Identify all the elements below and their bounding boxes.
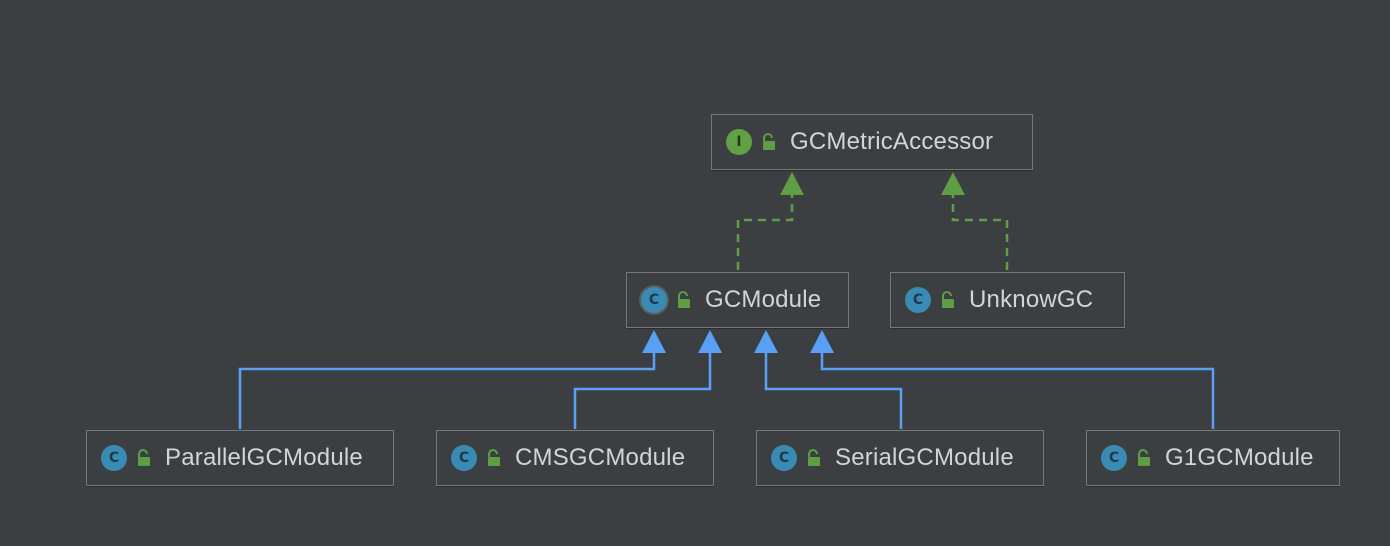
abstract-class-badge-icon: C	[641, 287, 667, 313]
public-lock-icon	[138, 449, 150, 466]
node-label: GCModule	[705, 286, 822, 313]
extends-arrowhead-icon	[810, 330, 834, 353]
node-gcmodule[interactable]: C GCModule	[626, 272, 849, 328]
node-label: GCMetricAccessor	[790, 128, 994, 155]
node-gcmetricaccessor[interactable]: I GCMetricAccessor	[711, 114, 1033, 170]
edge-parallelgcmodule-extends-gcmodule	[238, 353, 656, 429]
class-badge-icon: C	[451, 445, 477, 471]
node-label: ParallelGCModule	[165, 444, 363, 471]
class-badge-icon: C	[1101, 445, 1127, 471]
public-lock-icon	[808, 449, 820, 466]
node-cmsgcmodule[interactable]: C CMSGCModule	[436, 430, 714, 486]
edge-g1gcmodule-extends-gcmodule	[820, 353, 1215, 429]
public-lock-icon	[1138, 449, 1150, 466]
node-label: SerialGCModule	[835, 444, 1014, 471]
public-lock-icon	[763, 133, 775, 150]
edge-unknowgc-implements-gcmetricaccessor	[951, 195, 1009, 270]
node-label: G1GCModule	[1165, 444, 1314, 471]
implements-arrowhead-icon	[780, 172, 804, 195]
public-lock-icon	[942, 291, 954, 308]
edge-cmsgcmodule-extends-gcmodule	[573, 353, 712, 429]
node-label: UnknowGC	[969, 286, 1094, 313]
extends-arrowhead-icon	[698, 330, 722, 353]
extends-arrowhead-icon	[754, 330, 778, 353]
node-g1gcmodule[interactable]: C G1GCModule	[1086, 430, 1340, 486]
node-serialgcmodule[interactable]: C SerialGCModule	[756, 430, 1044, 486]
node-label: CMSGCModule	[515, 444, 686, 471]
class-badge-icon: C	[771, 445, 797, 471]
extends-arrowhead-icon	[642, 330, 666, 353]
class-badge-icon: C	[101, 445, 127, 471]
node-unknowgc[interactable]: C UnknowGC	[890, 272, 1125, 328]
edge-serialgcmodule-extends-gcmodule	[764, 353, 903, 429]
public-lock-icon	[678, 291, 690, 308]
public-lock-icon	[488, 449, 500, 466]
implements-arrowhead-icon	[941, 172, 965, 195]
node-parallelgcmodule[interactable]: C ParallelGCModule	[86, 430, 394, 486]
edge-gcmodule-implements-gcmetricaccessor	[736, 195, 794, 270]
interface-badge-icon: I	[726, 129, 752, 155]
class-badge-icon: C	[905, 287, 931, 313]
